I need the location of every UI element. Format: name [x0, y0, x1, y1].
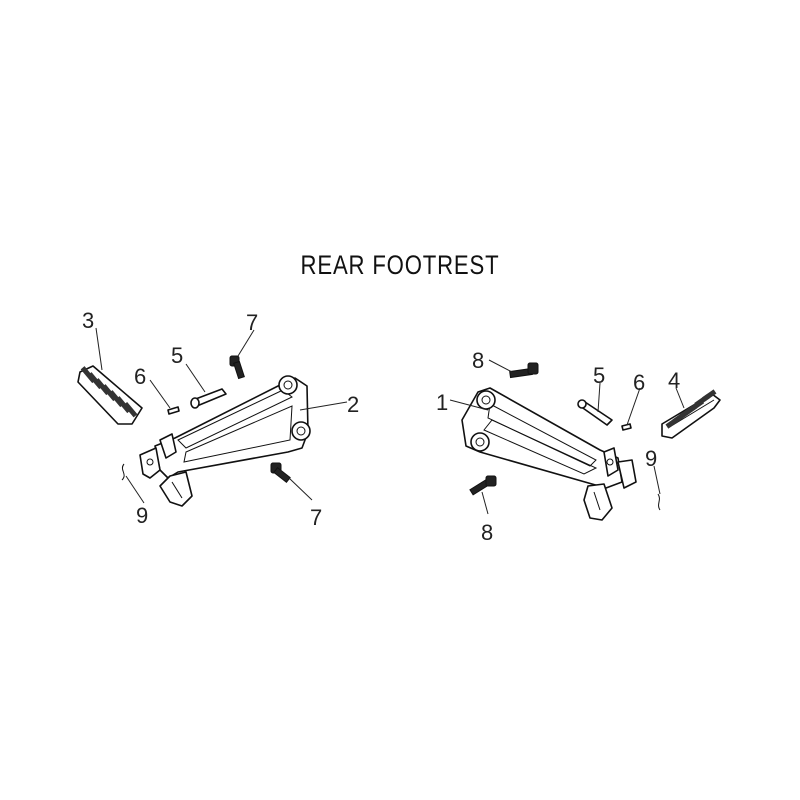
left-footpeg: [77, 365, 143, 425]
diagram-title: REAR FOOTREST: [300, 250, 500, 280]
left-callout-pin: 5: [171, 343, 183, 368]
left-pin: [190, 388, 227, 409]
right-callout-peg: 4: [668, 368, 680, 393]
left-bolt-top: [229, 355, 245, 380]
right-footpeg: [661, 389, 721, 439]
right-callout-pin: 5: [593, 363, 605, 388]
left-callout-peg: 3: [82, 308, 94, 333]
right-bolt-bottom: [469, 475, 497, 496]
right-clip: [621, 423, 632, 431]
left-assembly: 3 6 5 7 2 7 9: [77, 308, 359, 530]
right-callout-spring: 9: [645, 446, 657, 471]
left-callout-bolt-top: 7: [246, 310, 258, 335]
left-callout-bracket: 2: [347, 392, 359, 417]
right-callout-bolt-bottom: 8: [481, 520, 493, 545]
right-assembly: 8 1 5 6 4 9 8: [436, 348, 721, 545]
right-callout-bracket: 1: [436, 390, 448, 415]
left-spring: [121, 463, 125, 481]
left-callout-spring: 9: [136, 503, 148, 528]
right-bolt-top: [509, 362, 539, 379]
right-spring: [657, 493, 661, 511]
right-callout-bolt-top: 8: [472, 348, 484, 373]
right-pin: [577, 399, 613, 426]
right-bracket: [461, 387, 637, 521]
left-callout-bolt-bottom: 7: [310, 505, 322, 530]
left-callout-clip: 6: [134, 364, 146, 389]
left-clip: [167, 406, 180, 415]
right-callout-clip: 6: [633, 370, 645, 395]
left-bolt-bottom: [270, 462, 291, 483]
left-bracket: [139, 375, 311, 507]
